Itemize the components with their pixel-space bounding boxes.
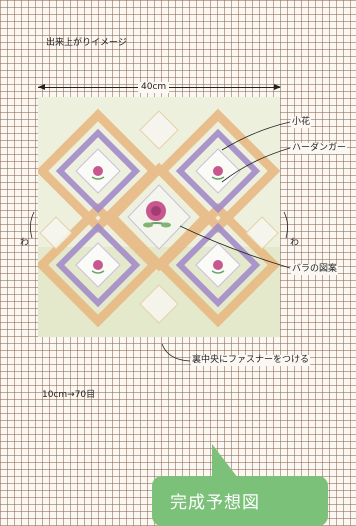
- annotation-rose-pattern: バラの図案: [291, 264, 338, 275]
- annotation-small-flower: 小花: [291, 117, 311, 128]
- speech-bubble-text: 完成予想図: [170, 488, 260, 513]
- annotation-fastener: 裏中央にファスナーをつける: [191, 355, 310, 366]
- scale-note: 10cm→70目: [42, 390, 95, 401]
- speech-bubble-tail: [212, 444, 238, 478]
- annotation-leaders: [0, 0, 356, 511]
- annotation-heart-gather: ハーダンガー: [291, 143, 347, 154]
